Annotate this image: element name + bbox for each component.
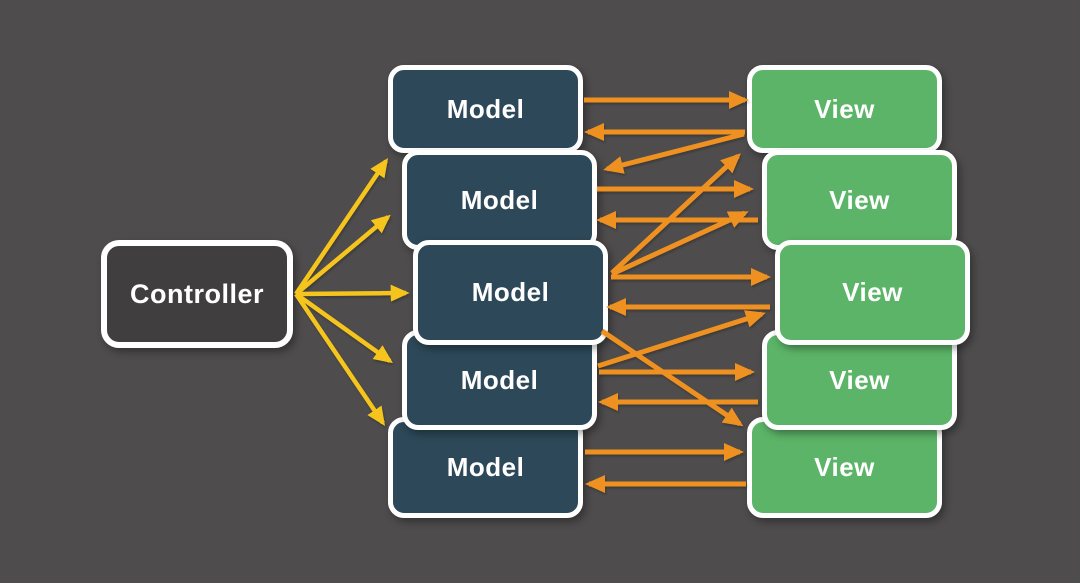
model-3-node: Model: [413, 240, 608, 345]
edge-model-3-to-view-1: [610, 153, 741, 275]
view-3-label: View: [842, 277, 903, 307]
view-5-node: View: [747, 417, 942, 518]
view-5-label: View: [814, 452, 875, 482]
edge-model-3-to-view-4: [600, 328, 744, 427]
edge-controller-to-model-3: [295, 284, 410, 302]
edge-view-1-to-model-2: [603, 131, 745, 174]
view-2-node: View: [762, 150, 957, 250]
edge-controller-to-model-2: [294, 214, 391, 296]
edge-controller-to-model-5: [294, 292, 386, 426]
view-1-label: View: [814, 93, 875, 124]
edge-controller-to-model-1: [294, 158, 389, 296]
model-3-label: Model: [471, 277, 550, 307]
edge-model-4-to-view-3: [597, 310, 766, 369]
model-4-label: Model: [460, 364, 539, 395]
controller-label: Controller: [129, 278, 264, 309]
view-3-node: View: [775, 240, 970, 345]
model-2-node: Model: [402, 150, 597, 250]
edge-model-3-to-view-2: [610, 210, 749, 277]
model-1-label: Model: [446, 93, 525, 124]
controller-node: Controller: [101, 240, 293, 348]
model-5-node: Model: [388, 417, 583, 518]
view-1-node: View: [747, 65, 942, 153]
edge-controller-to-model-4: [294, 292, 393, 364]
model-4-node: Model: [402, 330, 597, 430]
view-4-label: View: [829, 364, 890, 395]
model-1-node: Model: [388, 65, 583, 153]
model-5-label: Model: [446, 452, 525, 482]
model-2-label: Model: [460, 184, 539, 215]
view-2-label: View: [829, 184, 890, 215]
view-4-node: View: [762, 330, 957, 430]
